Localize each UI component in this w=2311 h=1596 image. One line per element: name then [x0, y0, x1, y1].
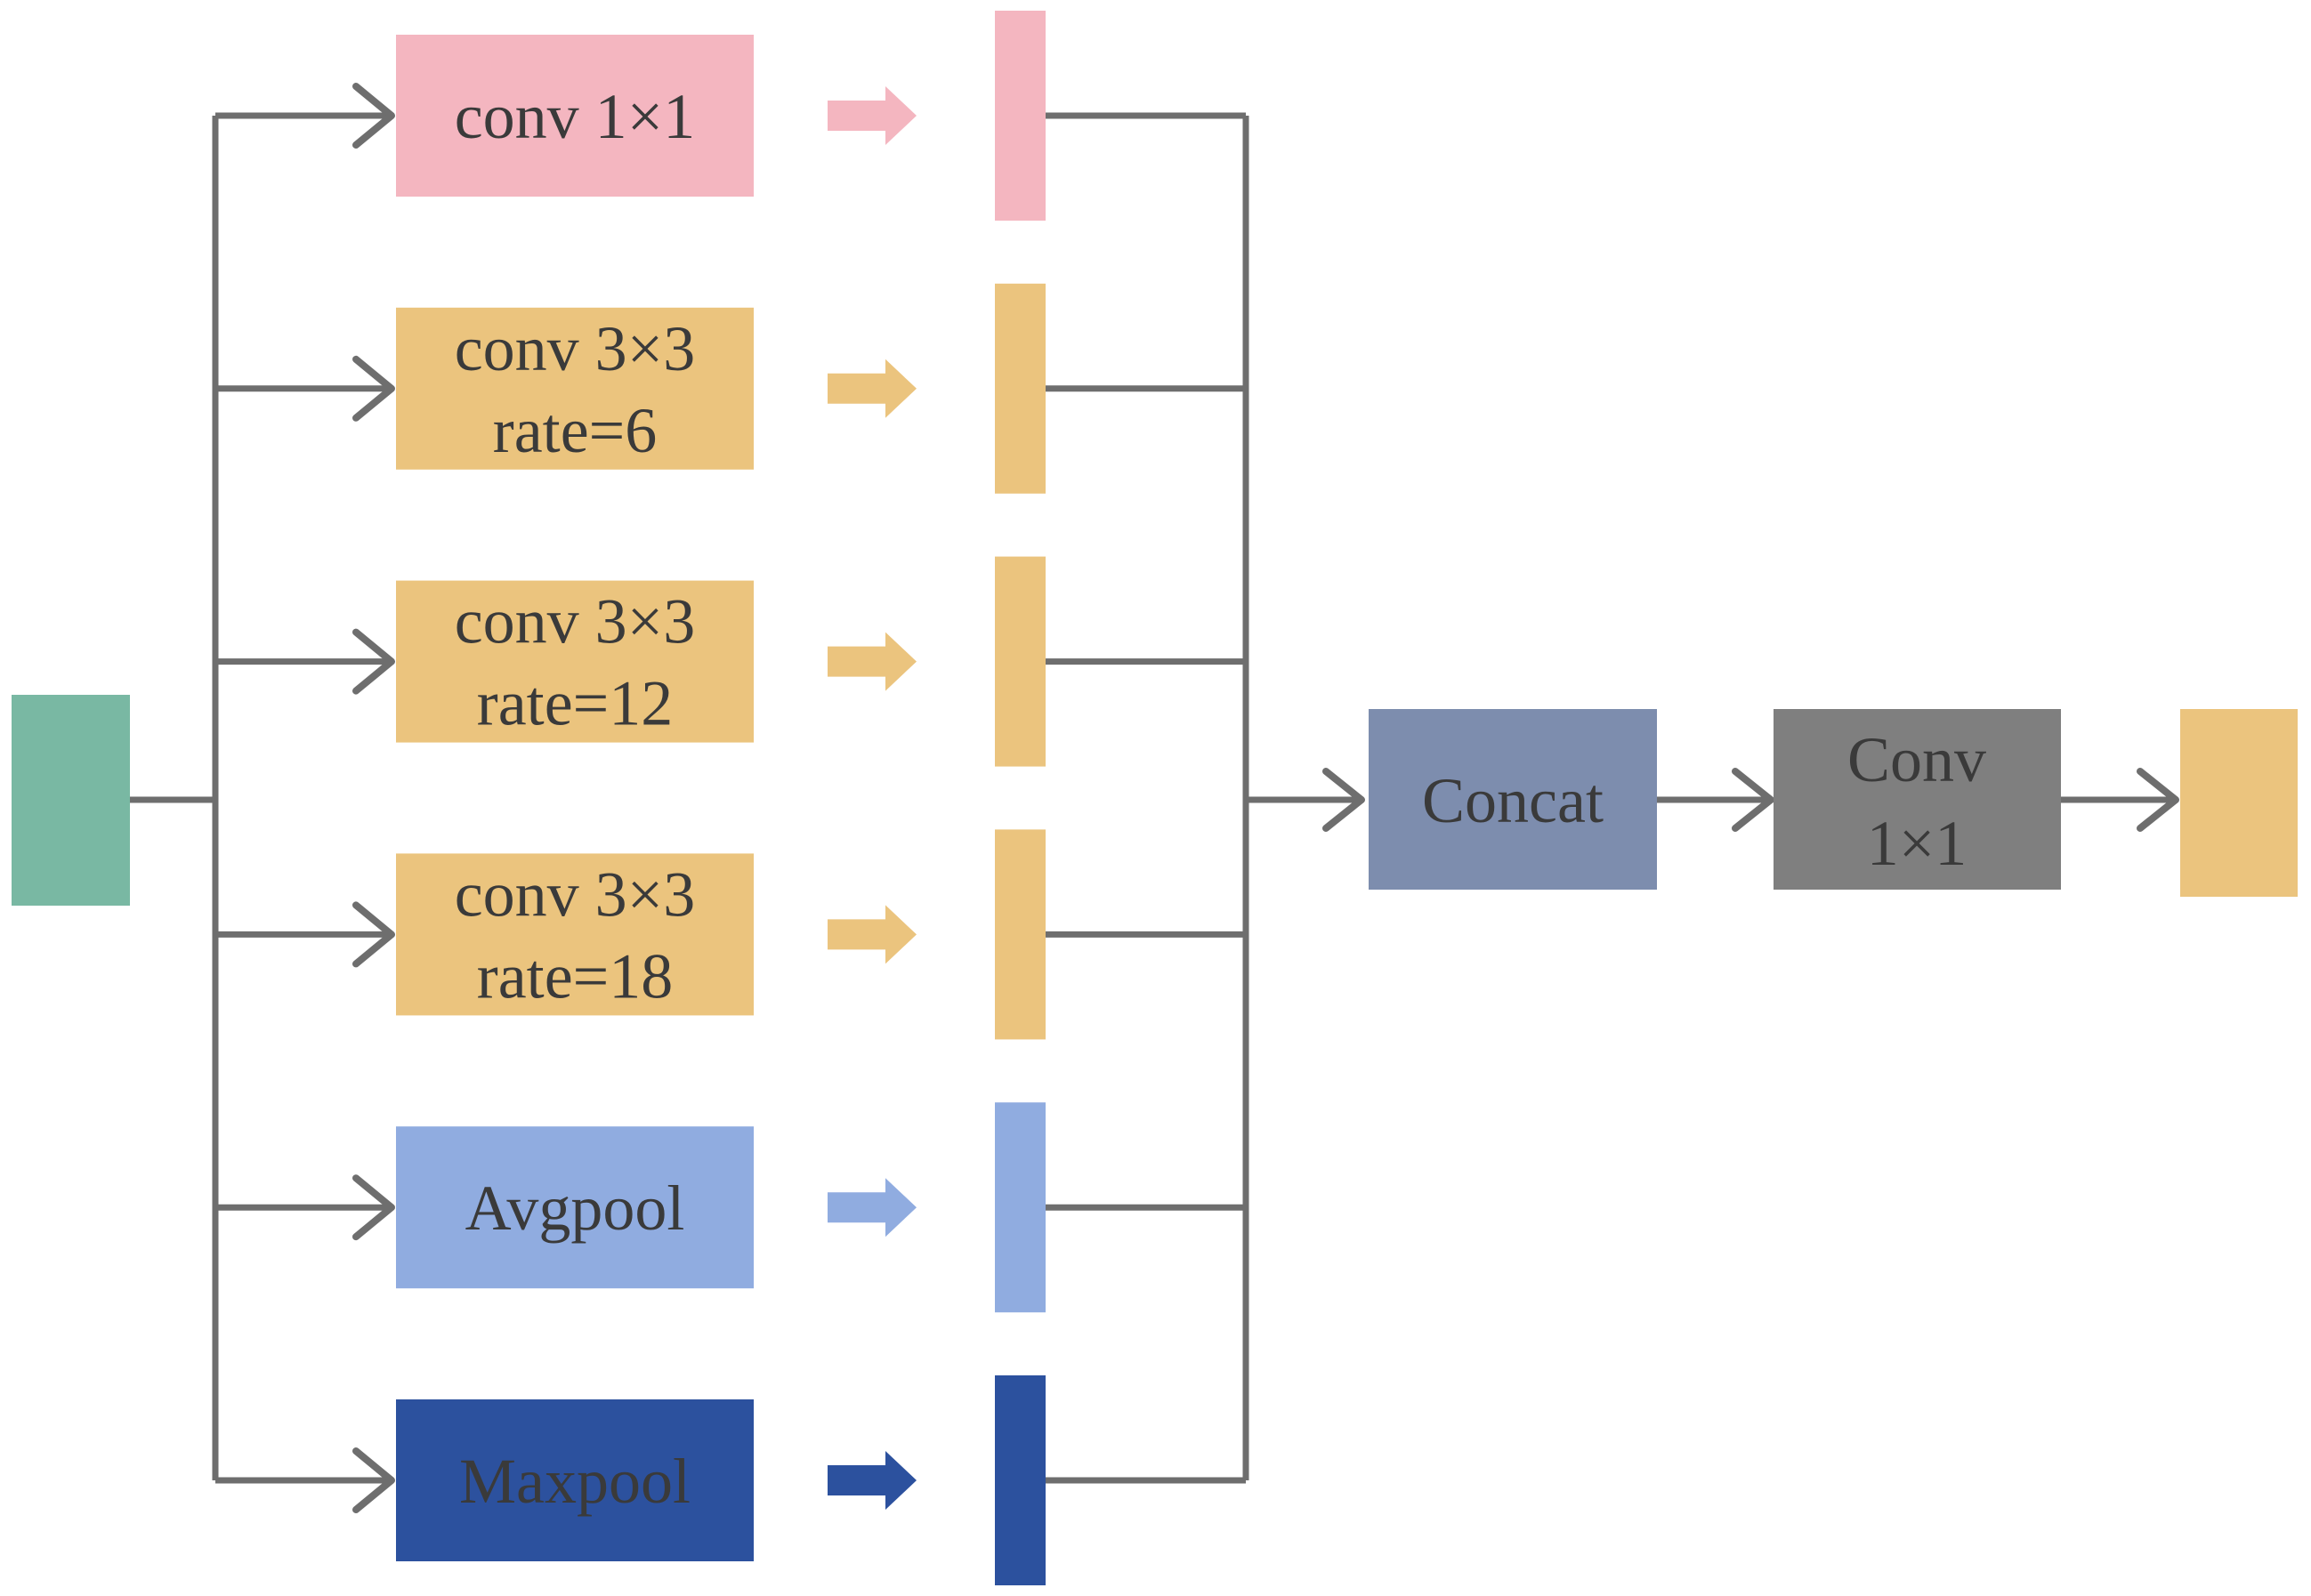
branch-arrowhead: [352, 1447, 395, 1513]
output-block-arrow: [828, 86, 917, 145]
op-label: Maxpool: [459, 1446, 691, 1517]
output-block-arrow: [828, 1178, 917, 1237]
op-label-line2: rate=18: [477, 940, 674, 1012]
branch-feature-map: [995, 829, 1046, 1040]
op-box: [396, 1399, 754, 1561]
input-feature-map: [12, 695, 130, 906]
op-label: conv 1×1: [455, 81, 696, 152]
op-label-line1: conv 3×3: [455, 858, 696, 930]
branch-4: conv 3×3 rate=18: [215, 829, 1246, 1040]
conv-1x1-box: [1774, 709, 2061, 890]
branch-feature-map: [995, 283, 1046, 494]
output-feature-map: [2180, 709, 2298, 897]
output-block-arrow: [828, 632, 917, 691]
to-output-arrowhead: [2137, 768, 2179, 832]
branch-feature-map: [995, 556, 1046, 767]
op-label-line1: conv 3×3: [455, 586, 696, 657]
branch-5: Avgpool: [215, 1102, 1246, 1313]
branch-arrowhead: [352, 901, 395, 968]
concat-label: Concat: [1422, 765, 1604, 836]
branch-1: conv 1×1: [215, 11, 1246, 221]
op-box: [396, 35, 754, 197]
branch-6: Maxpool: [215, 1375, 1246, 1585]
op-box: [396, 853, 754, 1016]
branch-feature-map: [995, 11, 1046, 221]
output-block-arrow: [828, 359, 917, 418]
to-concat-arrowhead: [1322, 768, 1365, 832]
branch-arrowhead: [352, 628, 395, 695]
branch-2: conv 3×3 rate=6: [215, 283, 1246, 494]
op-box: [396, 307, 754, 470]
to-conv-arrowhead: [1732, 768, 1774, 832]
branch-arrowhead: [352, 83, 395, 149]
op-box: [396, 580, 754, 743]
op-label: Avgpool: [465, 1173, 685, 1244]
op-label-line2: rate=6: [493, 395, 658, 466]
output-block-arrow: [828, 1451, 917, 1510]
concat-box: [1369, 709, 1657, 890]
branch-arrowhead: [352, 1174, 395, 1241]
branch-arrowhead: [352, 355, 395, 422]
op-label-line1: conv 3×3: [455, 313, 696, 384]
branch-3: conv 3×3 rate=12: [215, 556, 1246, 767]
op-box: [396, 1126, 754, 1289]
branch-feature-map: [995, 1102, 1046, 1313]
branch-feature-map: [995, 1375, 1046, 1585]
conv-label-line2: 1×1: [1867, 808, 1968, 879]
output-block-arrow: [828, 905, 917, 964]
conv-label-line1: Conv: [1847, 724, 1986, 795]
op-label-line2: rate=12: [477, 668, 674, 739]
